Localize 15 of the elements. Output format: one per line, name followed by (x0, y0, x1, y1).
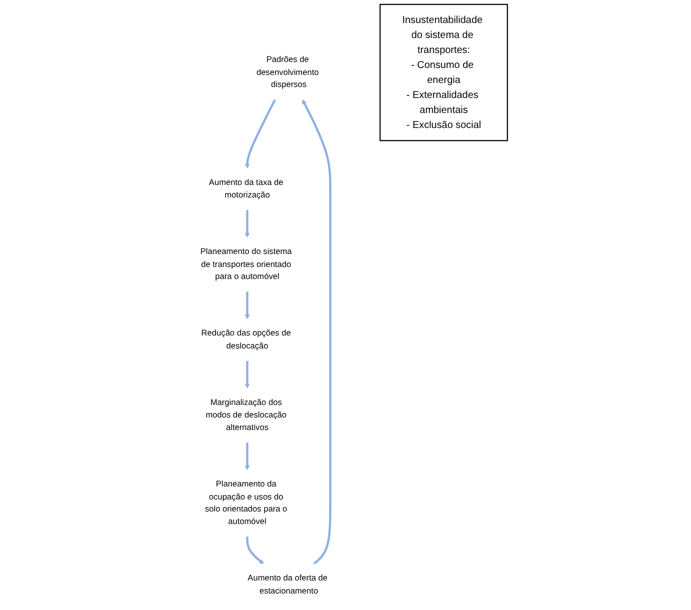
node-text: Planeamento do sistema de transportes orientado para o automóvel (200, 246, 292, 282)
arrow (302, 99, 332, 565)
node-text: Aumento da oferta de estacionamento (248, 573, 328, 596)
node-text: Planeamento da ocupação e usos do solo orientados para o automóvel (205, 479, 288, 526)
arrow (244, 442, 250, 470)
arrow (246, 536, 264, 564)
node-box: Insustentabilidade do sistema de transportes: - Consumo de energia - Externalidades ambientais - Exclusão social (380, 4, 508, 142)
node-text: Padrões de desenvolvimento dispersos (256, 54, 319, 90)
node-text: Aumento da taxa de motorização (208, 178, 284, 200)
arrow (244, 210, 250, 238)
arrow (244, 291, 250, 320)
node-text: Marginalização dos modos de deslocação alternativos (206, 398, 286, 432)
node-text: Redução das opções de deslocação (201, 328, 291, 350)
arrow (244, 99, 276, 168)
arrow (244, 360, 250, 389)
